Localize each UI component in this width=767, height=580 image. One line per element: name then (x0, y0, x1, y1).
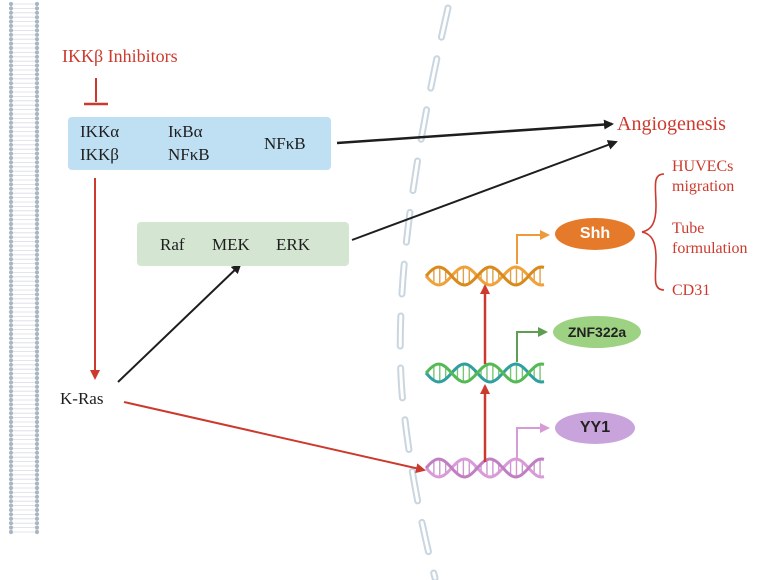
effect-migration: migration (672, 178, 735, 195)
effect-tube: Tube (672, 220, 705, 237)
nfkb-free-label: NFκB (264, 134, 306, 153)
ikk-complex-box (68, 117, 331, 170)
effect-huvecs: HUVECs (672, 158, 734, 175)
arrow-nfkb-to-angiogenesis (336, 119, 614, 145)
arrow-kras-to-dna (123, 401, 426, 474)
effect-cd31: CD31 (672, 282, 711, 299)
ikba-label: IκBα (168, 122, 203, 141)
arrow-kras-to-mapk (117, 263, 242, 383)
dna-helix-znf322a (424, 362, 545, 384)
ikkb-inhibitors-label: IKKβ Inhibitors (62, 46, 178, 66)
nuclear-envelope (396, 4, 452, 580)
ikka-label: IKKα (80, 122, 120, 141)
cell-membrane (8, 1, 40, 535)
znf322a-node: ZNF322a (553, 316, 641, 348)
transcription-arrow-znf322a (516, 327, 548, 362)
kras-label: K-Ras (60, 389, 104, 408)
erk-label: ERK (276, 235, 310, 254)
dna-helix-shh (424, 265, 545, 287)
nfkb-bound-label: NFκB (168, 145, 210, 164)
mapk-pathway-box (137, 222, 349, 266)
shh-node: Shh (555, 218, 635, 250)
ikkb-label: IKKβ (80, 145, 119, 164)
transcription-arrow-yy1 (516, 423, 550, 458)
raf-label: Raf (160, 235, 185, 254)
yy1-node: YY1 (555, 412, 635, 444)
angiogenesis-label: Angiogenesis (617, 113, 726, 135)
inhibition-mark (84, 78, 108, 106)
transcription-arrow-shh (516, 230, 550, 264)
mek-label: MEK (212, 235, 250, 254)
effect-formulation: formulation (672, 240, 748, 257)
arrow-erk-to-angiogenesis (351, 140, 618, 241)
effects-brace (641, 173, 665, 291)
